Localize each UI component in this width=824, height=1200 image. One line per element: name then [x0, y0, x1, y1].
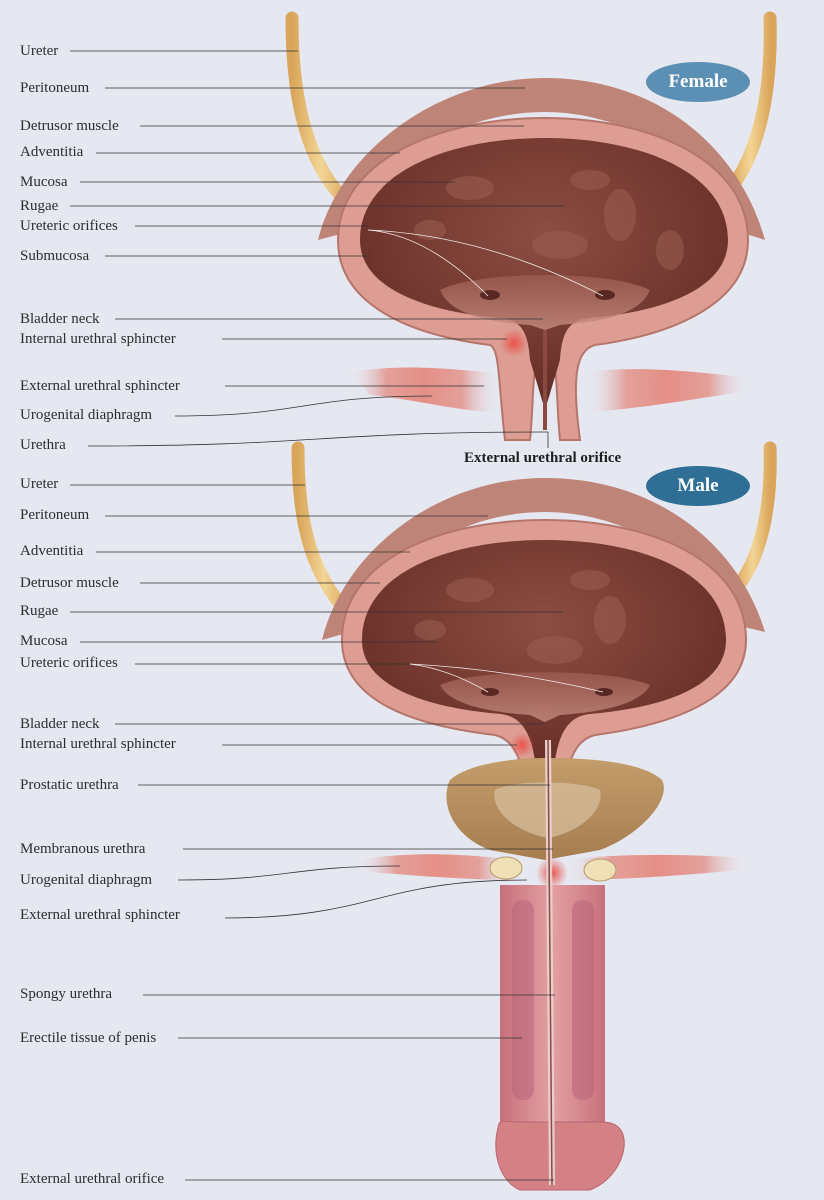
male-label-erectile-tissue: Erectile tissue of penis	[20, 1030, 157, 1046]
male-label-spongy-urethra: Spongy urethra	[20, 986, 113, 1002]
male-label-urogenital-diaphragm: Urogenital diaphragm	[20, 872, 153, 888]
female-rugae	[414, 170, 684, 270]
male-erectile-tissue-left	[512, 900, 534, 1100]
male-badge: Male	[646, 466, 750, 506]
leader-line	[177, 865, 401, 881]
female-label-urethra: Urethra	[20, 437, 66, 453]
male-label-prostatic-urethra: Prostatic urethra	[20, 777, 119, 793]
female-label-adventitia: Adventitia	[20, 144, 84, 160]
female-label-external-urethral-orifice: External urethral orifice	[464, 450, 622, 466]
female-right-ureter	[723, 11, 777, 197]
female-label-internal-urethral-sphincter: Internal urethral sphincter	[20, 331, 176, 347]
female-label-external-urethral-sphincter: External urethral sphincter	[20, 378, 180, 394]
leader-line	[367, 229, 489, 297]
male-label-adventitia: Adventitia	[20, 543, 84, 559]
male-urethra-line	[547, 739, 553, 1186]
leader-lines	[70, 50, 604, 1181]
leader-line	[409, 663, 489, 693]
male-trigone	[440, 672, 650, 722]
male-label-mucosa: Mucosa	[20, 633, 68, 649]
male-gland-right	[583, 858, 617, 882]
male-internal-sphincter	[510, 733, 534, 757]
female-label-peritoneum: Peritoneum	[20, 80, 90, 96]
female-label-submucosa: Submucosa	[20, 248, 90, 264]
leader-line	[409, 663, 604, 693]
leader-line	[174, 395, 433, 417]
male-label-ureter: Ureter	[20, 476, 59, 492]
male-label-peritoneum: Peritoneum	[20, 507, 90, 523]
male-bladder	[291, 441, 777, 1191]
male-gland-left	[489, 856, 523, 880]
female-internal-sphincter	[500, 329, 528, 357]
male-ureteric-orifice-right	[595, 688, 613, 696]
female-ureteric-orifice-right	[595, 290, 615, 300]
male-peritoneum	[322, 478, 765, 640]
male-erectile-tissue-right	[572, 900, 594, 1100]
female-urogenital-diaphragm-right	[585, 369, 750, 412]
female-label-rugae: Rugae	[20, 198, 59, 214]
female-label-detrusor-muscle: Detrusor muscle	[20, 118, 119, 134]
female-label-ureteric-orifices: Ureteric orifices	[20, 218, 118, 234]
male-left-ureter	[291, 441, 357, 622]
female-trigone	[440, 275, 650, 330]
male-label-bladder-neck: Bladder neck	[20, 716, 100, 732]
male-urogenital-diaphragm	[355, 854, 520, 880]
leader-line	[87, 431, 549, 447]
leader-line	[367, 229, 604, 297]
male-ureteric-orifice-left	[481, 688, 499, 696]
male-label-detrusor-muscle: Detrusor muscle	[20, 575, 119, 591]
male-label-internal-urethral-sphincter: Internal urethral sphincter	[20, 736, 176, 752]
female-label-ureter: Ureter	[20, 43, 59, 59]
male-label-rugae: Rugae	[20, 603, 59, 619]
male-rugae	[414, 570, 626, 664]
male-label-ureteric-orifices: Ureteric orifices	[20, 655, 118, 671]
male-label-membranous-urethra: Membranous urethra	[20, 841, 146, 857]
male-label-external-urethral-sphincter: External urethral sphincter	[20, 907, 180, 923]
male-right-ureter	[728, 441, 777, 597]
female-urogenital-diaphragm	[348, 367, 500, 412]
female-label-mucosa: Mucosa	[20, 174, 68, 190]
male-glans	[495, 1120, 625, 1191]
leader-line	[224, 879, 528, 919]
male-label-external-urethral-orifice: External urethral orifice	[20, 1171, 165, 1187]
female-peritoneum	[318, 78, 765, 240]
female-badge: Female	[646, 62, 750, 102]
female-left-ureter	[285, 11, 357, 212]
female-label-bladder-neck: Bladder neck	[20, 311, 100, 327]
female-label-urogenital-diaphragm: Urogenital diaphragm	[20, 407, 153, 423]
